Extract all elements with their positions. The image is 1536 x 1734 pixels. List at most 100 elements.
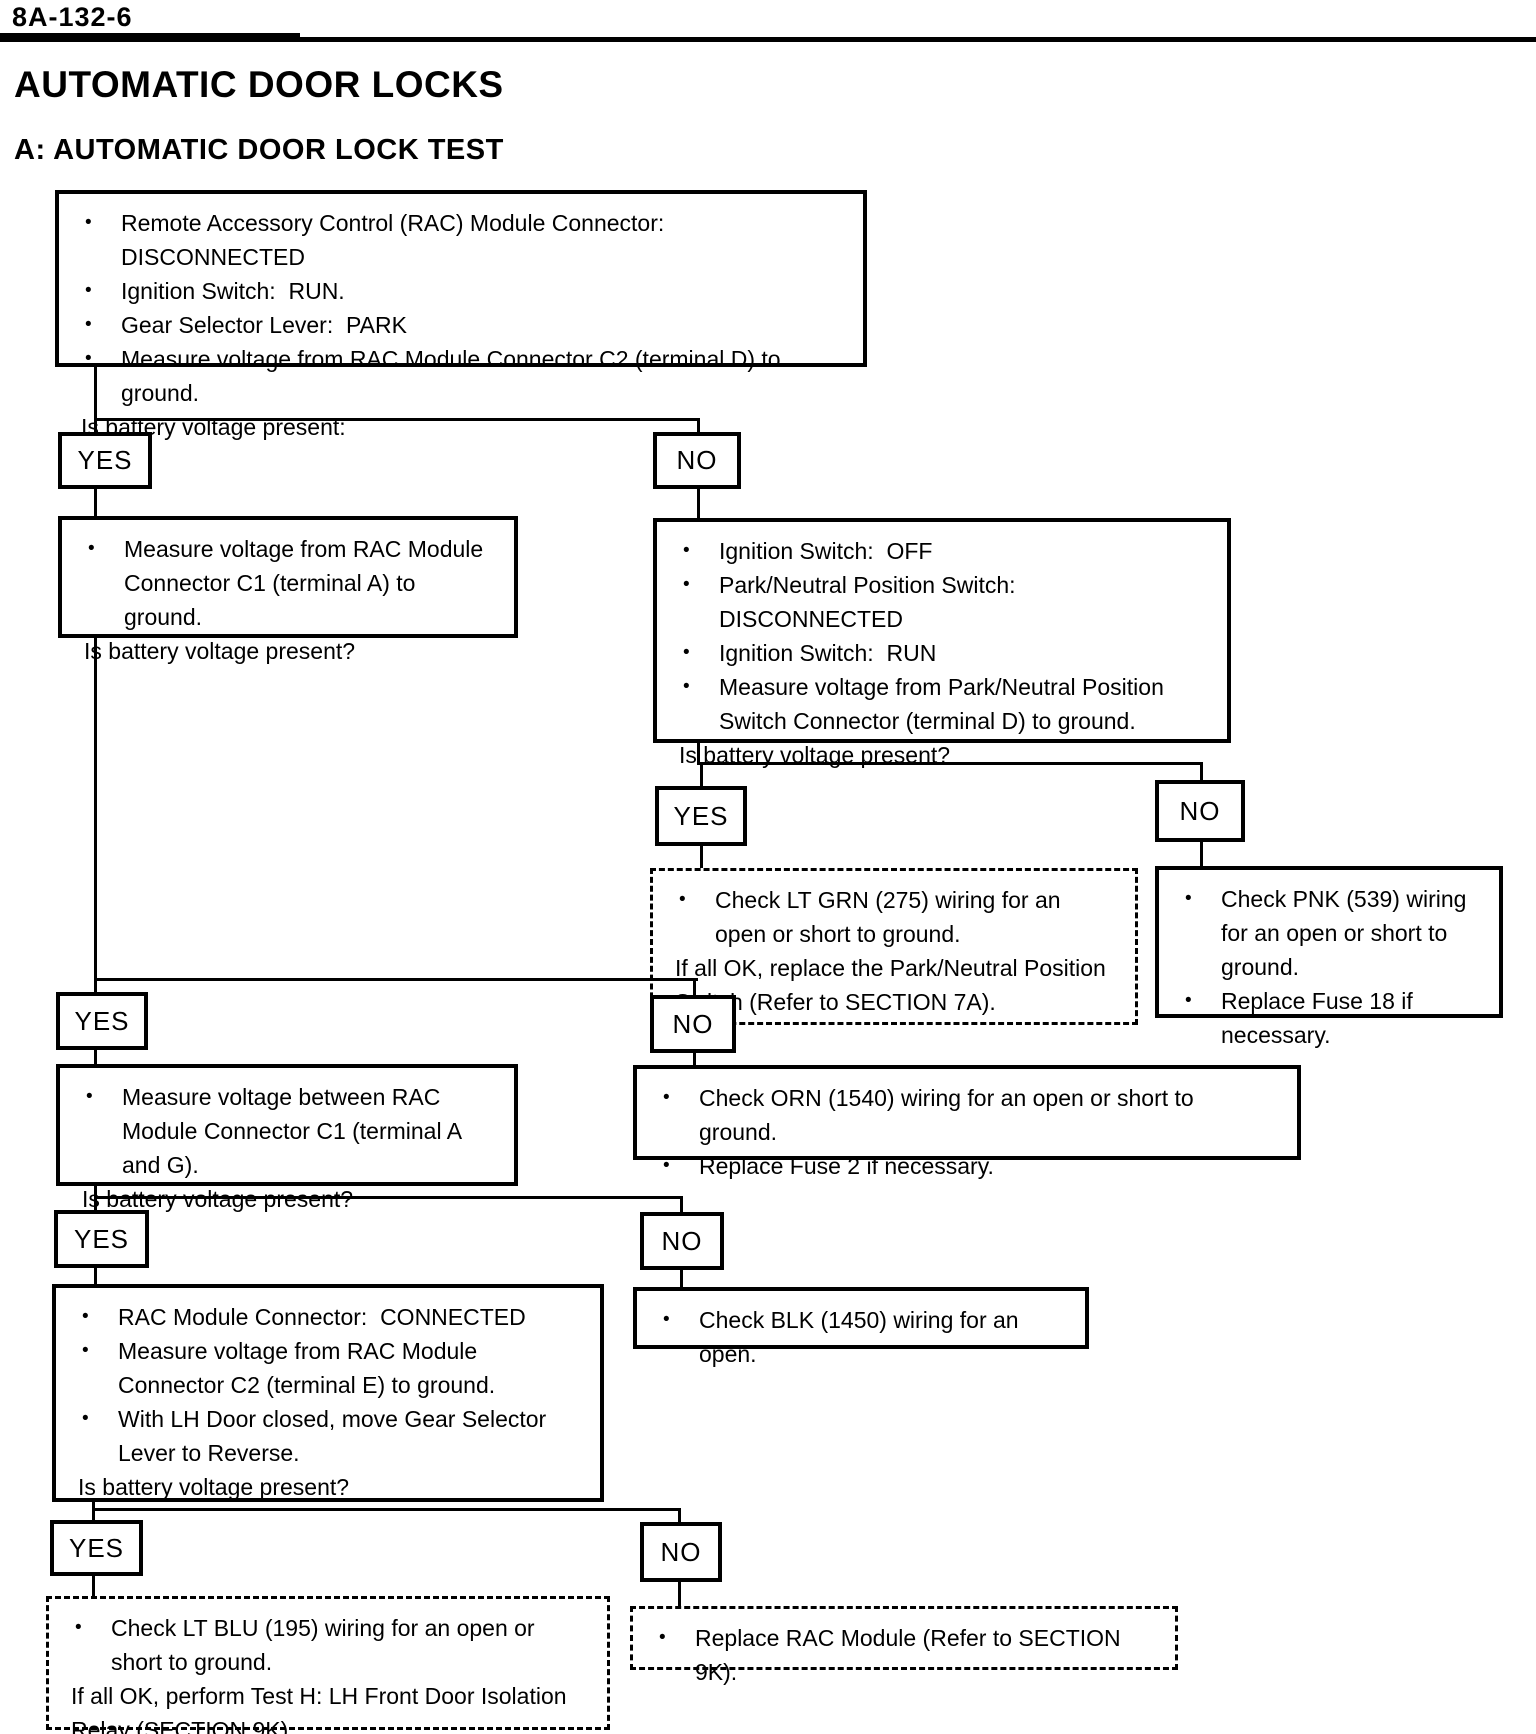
connector [678,1582,681,1606]
question-text: Is battery voltage present? [82,1186,354,1212]
bullet-line: • Check LT BLU (195) wiring for an open o… [71,1611,587,1679]
question-text: Is battery voltage present? [84,638,356,664]
bullet-line: •With LH Door closed, move Gear Selector… [78,1402,580,1470]
bullet-icon: • [82,1408,89,1429]
connector [94,489,97,516]
bullet-icon: • [683,642,690,663]
step-box-rac-connected: • RAC Module Connector: CONNECTED •Measur… [52,1284,604,1502]
bullet-line: • Remote Accessory Control (RAC) Module C… [81,206,843,274]
step-text: Replace RAC Module (Refer to SECTION 9K)… [695,1625,1128,1685]
connector [94,367,97,418]
connector [92,1508,95,1520]
connector [697,489,700,518]
bullet-line: • RAC Module Connector: CONNECTED [78,1300,580,1334]
decision-label-yes-5: YES [50,1520,143,1576]
decision-label-yes-4: YES [54,1210,149,1268]
connector [678,1508,681,1522]
page-title: AUTOMATIC DOOR LOCKS [14,64,504,105]
bullet-line: •Measure voltage from RAC Module Connect… [78,1334,580,1402]
bullet-icon: • [1185,888,1192,909]
decision-label-no-2: NO [1155,780,1245,842]
step-text: Measure voltage from RAC Module Connecto… [121,346,787,406]
bullet-icon: • [663,1309,670,1330]
connector [94,1196,97,1210]
result-box-pnk: • Check PNK (539) wiring for an open or s… [1155,866,1503,1048]
connector [94,1268,97,1284]
connector [700,846,703,868]
bullet-line: • Check PNK (539) wiring for an open or s… [1181,882,1479,984]
step-text: Check PNK (539) wiring for an open or sh… [1221,886,1473,980]
question-text: Is battery voltage present? [78,1474,350,1500]
step-text: Ignition Switch: RUN [719,640,937,666]
section-title: A: AUTOMATIC DOOR LOCK TEST [14,134,504,166]
bullet-icon: • [663,1155,670,1176]
connector [697,418,700,432]
bullet-icon: • [683,540,690,561]
question-text: Is battery voltage present? [679,742,951,768]
connector [94,1050,97,1064]
decision-label-no-5: NO [640,1522,722,1582]
step-box-start-conditions: • Remote Accessory Control (RAC) Module C… [55,190,867,440]
step-text: Check ORN (1540) wiring for an open or s… [699,1085,1201,1145]
step-text: Check LT GRN (275) wiring for an open or… [715,887,1067,947]
bullet-line: • Ignition Switch: RUN [679,636,1207,670]
connector [92,1508,680,1511]
step-text: Replace Fuse 18 if necessary. [1221,988,1420,1048]
bullet-icon: • [85,212,92,233]
connector [92,1502,95,1508]
result-box-replace-rac: •Replace RAC Module (Refer to SECTION 9K… [630,1606,1178,1685]
bullet-line: • Measure voltage from RAC Module Connect… [81,342,843,410]
bullet-line: •Replace Fuse 18 if necessary. [1181,984,1479,1052]
connector [1200,842,1203,866]
note-text: If all OK, perform Test H: LH Front Door… [71,1683,573,1734]
decision-label-no-1: NO [653,432,741,489]
decision-label-no-4: NO [640,1212,724,1270]
step-text: RAC Module Connector: CONNECTED [118,1304,526,1330]
decision-label-no-3: NO [650,995,736,1053]
step-text: Park/Neutral Position Switch: DISCONNECT… [719,572,1029,632]
bullet-line: • Check LT GRN (275) wiring for an open o… [675,883,1115,951]
bullet-icon: • [683,574,690,595]
bullet-line: •Ignition Switch: RUN. [81,274,843,308]
result-box-orn: • Check ORN (1540) wiring for an open or … [633,1065,1301,1179]
bullet-icon: • [75,1617,82,1638]
bullet-icon: • [663,1087,670,1108]
result-box-lt-blu: • Check LT BLU (195) wiring for an open o… [46,1596,610,1734]
decision-label-yes-3: YES [56,992,148,1050]
step-text: Measure voltage between RAC Module Conne… [122,1084,468,1178]
connector [94,418,700,421]
bullet-line: •Replace Fuse 2 if necessary. [659,1149,1277,1183]
step-text: Measure voltage from Park/Neutral Positi… [719,674,1171,734]
bullet-icon: • [85,314,92,335]
bullet-icon: • [86,1086,93,1107]
connector [680,1270,683,1287]
bullet-line: • Check ORN (1540) wiring for an open or … [659,1081,1277,1149]
connector [94,418,97,432]
connector [94,978,97,992]
bullet-icon: • [88,538,95,559]
bullet-icon: • [82,1340,89,1361]
bullet-icon: • [85,348,92,369]
step-text: Measure voltage from RAC Module Connecto… [124,536,490,630]
bullet-line: • Park/Neutral Position Switch: DISCONNEC… [679,568,1207,636]
connector [1200,762,1203,780]
connector [94,638,97,978]
bullet-icon: • [82,1306,89,1327]
step-box-c1-terminal-a: • Measure voltage from RAC Module Connect… [58,516,518,664]
step-text: Ignition Switch: RUN. [121,278,345,304]
header-rule [0,33,300,37]
step-text: Remote Accessory Control (RAC) Module Co… [121,210,678,270]
connector [697,762,1203,765]
header-rule [0,37,1536,42]
decision-label-yes-2: YES [655,786,747,846]
bullet-line: • Measure voltage from RAC Module Connect… [84,532,494,634]
connector [94,1196,682,1199]
step-text: Check LT BLU (195) wiring for an open or… [111,1615,541,1675]
connector [94,978,698,981]
result-box-blk: •Check BLK (1450) wiring for an open. [633,1287,1089,1367]
step-box-pnp-switch: •Ignition Switch: OFF •Park/Neutral Posi… [653,518,1231,768]
bullet-icon: • [679,889,686,910]
bullet-line: •Measure voltage from Park/Neutral Posit… [679,670,1207,738]
connector [680,1196,683,1212]
